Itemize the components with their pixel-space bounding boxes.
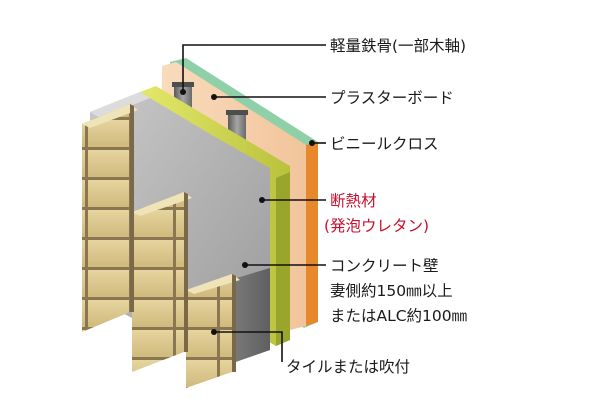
label-vinyl-cloth: ビニールクロス bbox=[330, 135, 439, 153]
label-plasterboard: プラスターボード bbox=[330, 89, 454, 107]
label-insulation-detail: (発泡ウレタン) bbox=[324, 217, 429, 235]
leader-vinyl-cloth-dot bbox=[309, 140, 315, 146]
label-tile: タイルまたは吹付 bbox=[286, 358, 410, 376]
leader-steel-frame-dot bbox=[180, 89, 186, 95]
insulation-edge bbox=[276, 172, 290, 346]
leader-tile-dot bbox=[211, 329, 217, 335]
leader-plasterboard-dot bbox=[211, 94, 217, 100]
leader-insulation-dot bbox=[259, 197, 265, 203]
leader-concrete-dot bbox=[242, 262, 248, 268]
label-concrete-gable: 妻側約150㎜以上 bbox=[330, 282, 453, 300]
label-concrete-wall: コンクリート壁 bbox=[330, 257, 439, 275]
label-concrete-alc: またはALC約100㎜ bbox=[330, 307, 467, 325]
plasterboard-edge bbox=[306, 142, 318, 326]
label-insulation: 断熱材 bbox=[330, 192, 377, 210]
label-steel-frame: 軽量鉄骨(一部木軸) bbox=[330, 37, 466, 55]
